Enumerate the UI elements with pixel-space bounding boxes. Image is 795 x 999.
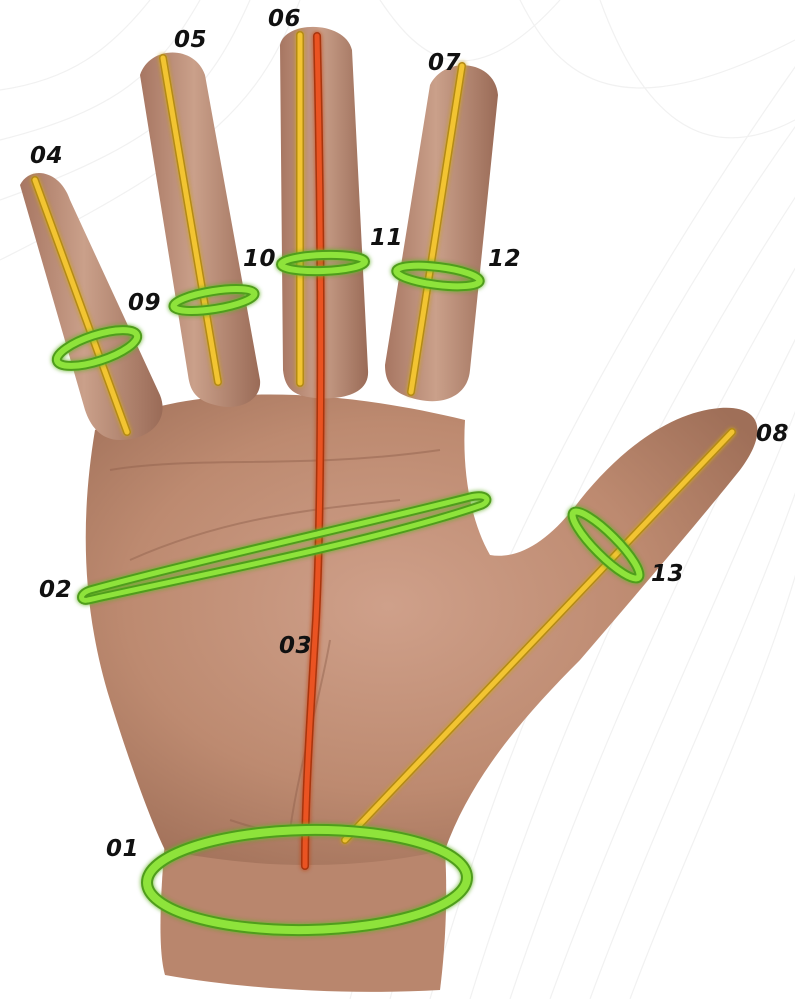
label-01: 01 <box>106 836 139 862</box>
label-02: 02 <box>39 577 72 603</box>
label-13: 13 <box>651 561 684 587</box>
label-08: 08 <box>756 421 789 447</box>
label-03: 03 <box>279 633 312 659</box>
label-10: 10 <box>243 246 276 272</box>
label-11: 11 <box>370 225 403 251</box>
label-06: 06 <box>268 6 301 32</box>
label-12: 12 <box>488 246 521 272</box>
label-05: 05 <box>174 27 207 53</box>
label-09: 09 <box>128 290 161 316</box>
label-04: 04 <box>30 143 63 169</box>
ring-finger-skin <box>140 53 260 408</box>
label-07: 07 <box>428 50 461 76</box>
